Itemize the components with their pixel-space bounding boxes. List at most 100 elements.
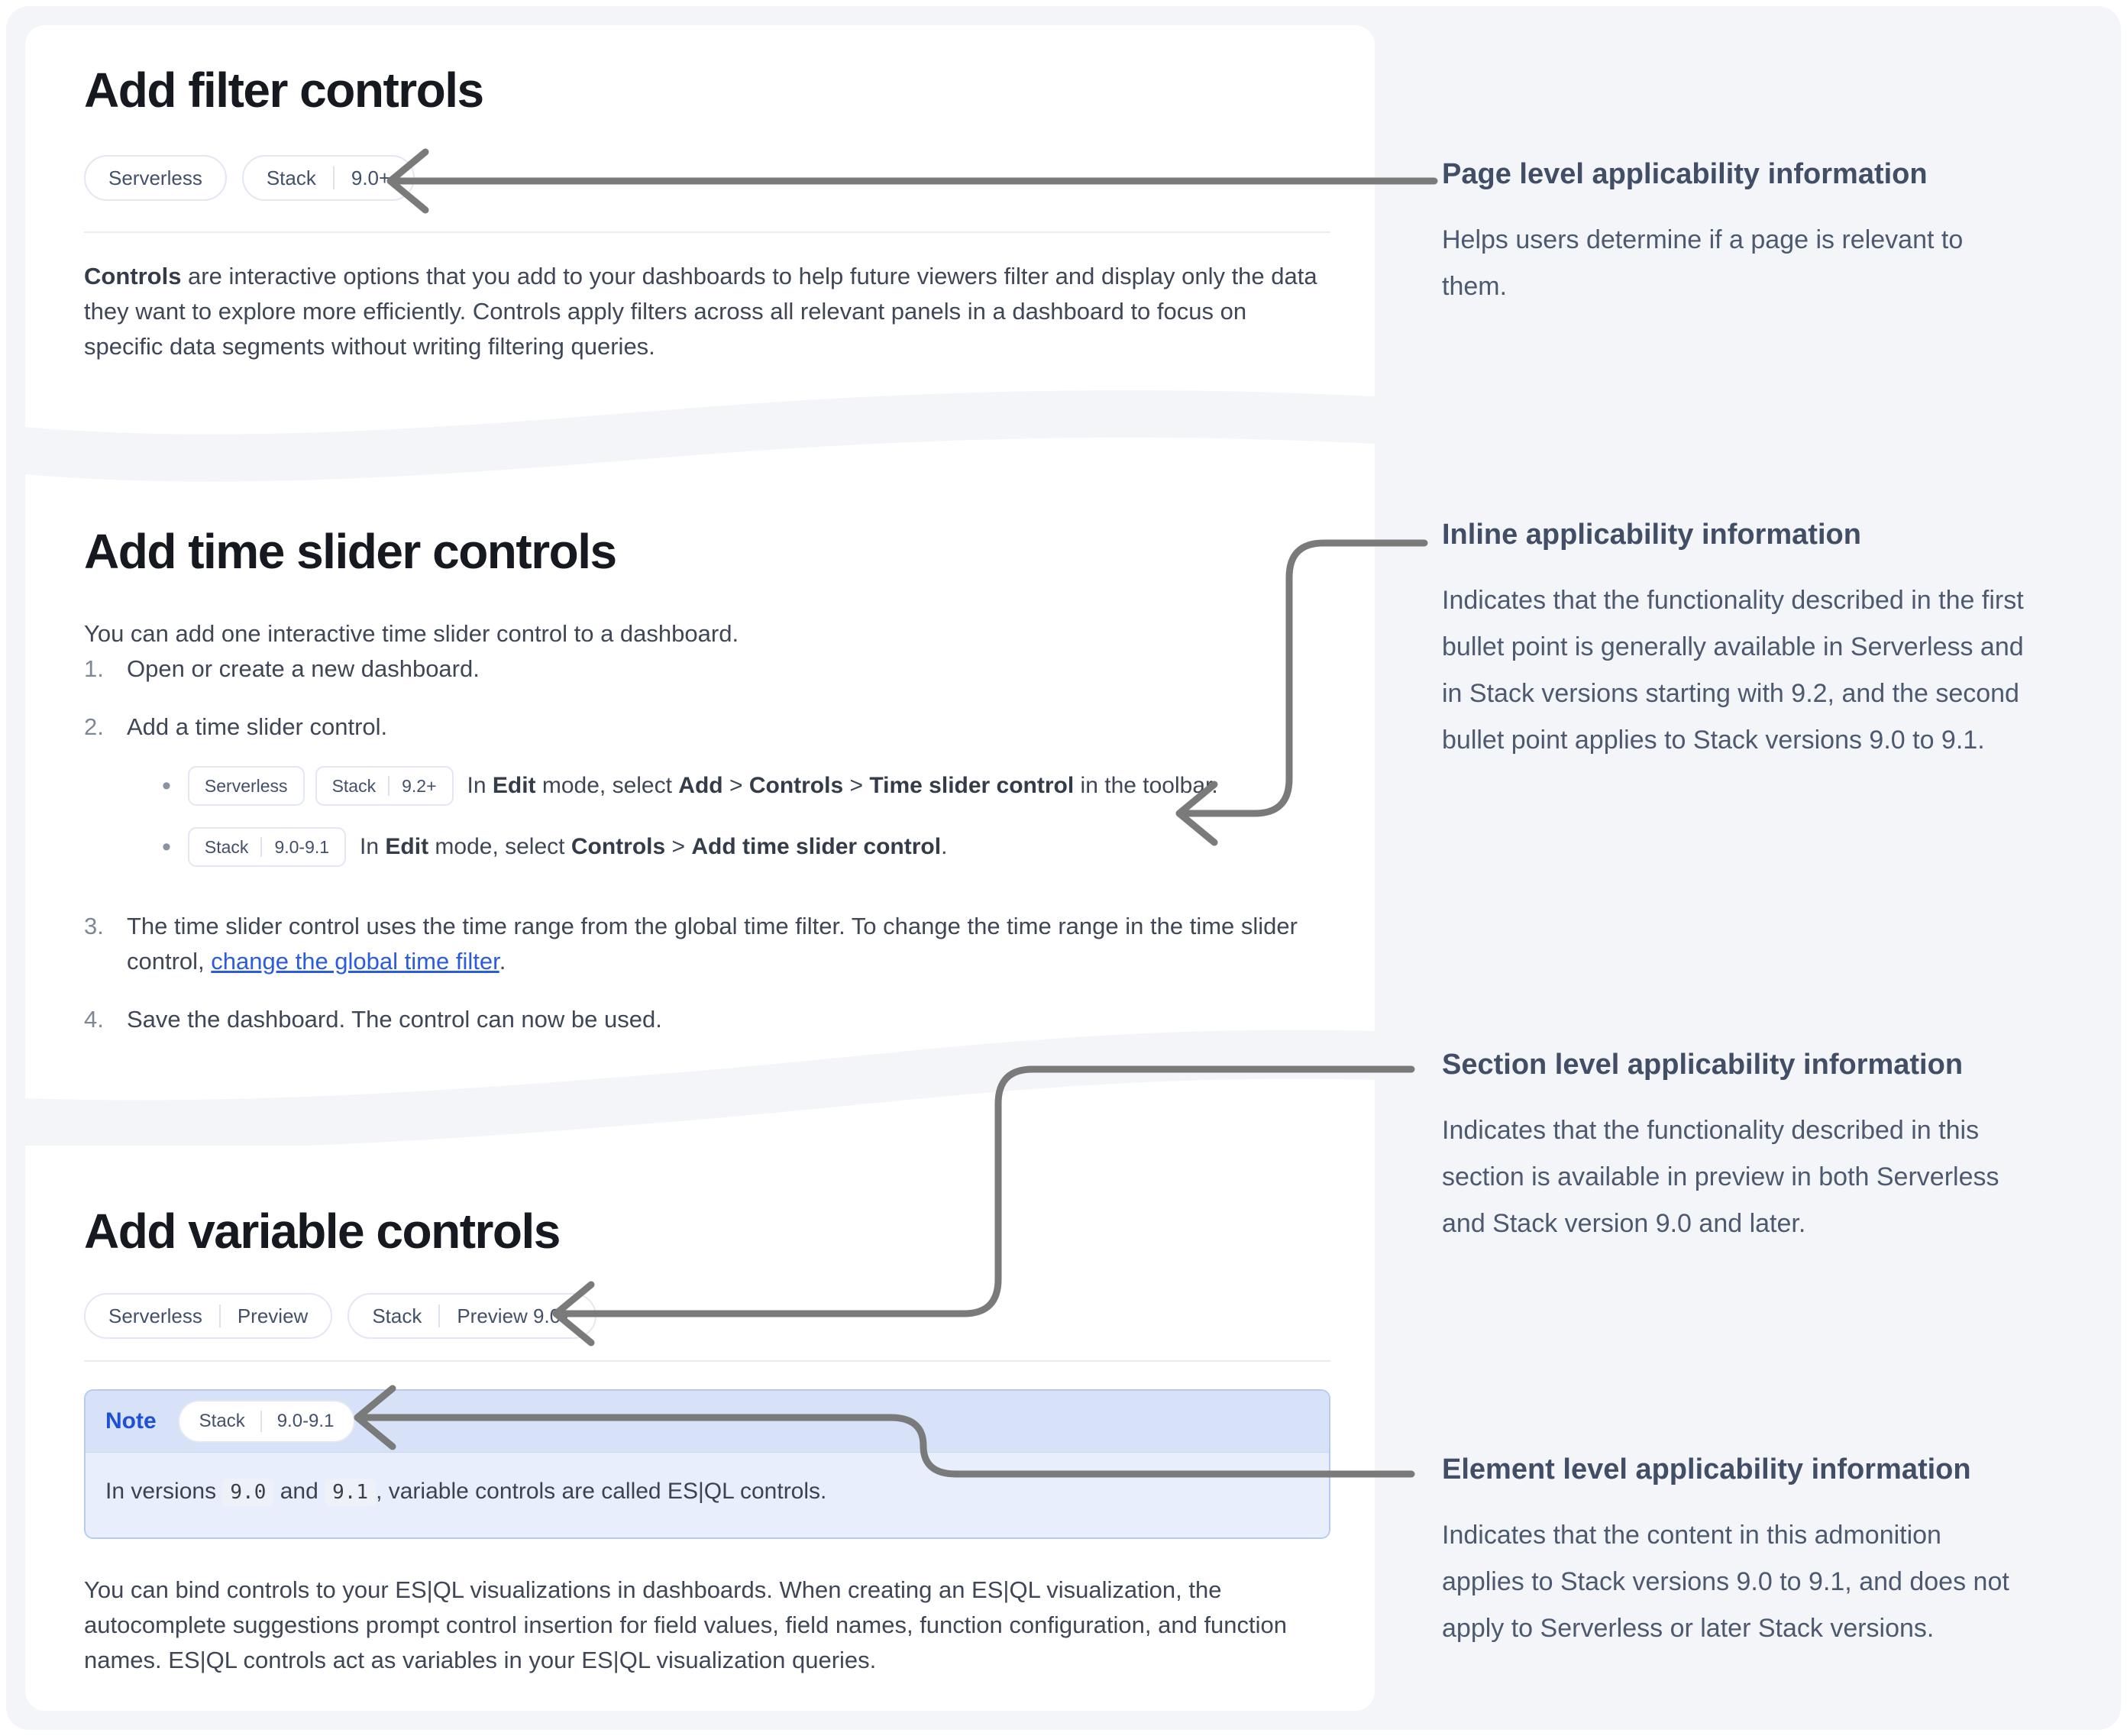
run: and: [273, 1479, 325, 1504]
global-time-filter-link[interactable]: change the global time filter: [211, 948, 499, 975]
inline-applicability-badges: Stack 9.0-9.1: [187, 827, 347, 867]
badge-segment: Serverless: [108, 1304, 202, 1327]
badge-divider: [438, 1304, 441, 1327]
run: .: [941, 834, 948, 859]
bullet-text: In Edit mode, select Controls > Add time…: [360, 829, 947, 865]
step-marker: 2.: [84, 713, 104, 740]
run: mode, select: [535, 773, 679, 798]
bold-run: Controls: [571, 834, 666, 859]
badge-segment: Preview 9.0+: [457, 1304, 573, 1327]
step-4: 4. Save the dashboard. The control can n…: [84, 1002, 1330, 1037]
badge-divider: [218, 1304, 221, 1327]
page-title: Add filter controls: [84, 63, 484, 118]
step-text: Save the dashboard. The control can now …: [127, 1006, 662, 1033]
badge-segment: Stack: [331, 776, 377, 796]
applicability-badge-stack: Stack 9.0+: [241, 155, 415, 201]
annotation-body: Indicates that the functionality describ…: [1442, 1116, 1999, 1238]
closing-paragraph: You can bind controls to your ES|QL visu…: [84, 1576, 1288, 1673]
run: In: [360, 834, 386, 859]
annotation-section-level: Section level applicability information …: [1442, 1048, 2030, 1247]
section-add-variable-controls: Add variable controls Serverless Preview…: [84, 1203, 1330, 1678]
run: The time slider control uses the time ra…: [127, 913, 1298, 975]
ordered-steps: 1. Open or create a new dashboard. 2. Ad…: [84, 651, 1330, 1037]
badge-segment: Stack: [266, 166, 316, 189]
run: mode, select: [428, 834, 571, 859]
bold-run: Edit: [492, 773, 536, 798]
section-add-filter-controls: Add filter controls Serverless Stack 9.0…: [84, 62, 1330, 364]
run: , variable controls are called ES|QL con…: [376, 1479, 827, 1504]
page-applicability-badges: Serverless Stack 9.0+: [84, 155, 1330, 201]
annotation-title: Element level applicability information: [1442, 1453, 1971, 1485]
sub-bullet-list: • Serverless Stack 9.2+: [162, 766, 1330, 867]
step-text: Add a time slider control. • Serverless …: [127, 710, 1330, 886]
run: >: [665, 834, 692, 859]
run: in the toolbar.: [1074, 773, 1218, 798]
badge-segment: Stack: [199, 1411, 245, 1431]
annotation-element-level: Element level applicability information …: [1442, 1453, 2030, 1652]
intro-paragraph: Controls are interactive options that yo…: [84, 259, 1330, 364]
bold-run: Time slider control: [869, 773, 1075, 798]
run: .: [499, 948, 506, 975]
badge-segment: 9.0+: [351, 166, 391, 189]
step-marker: 4.: [84, 1006, 104, 1033]
section-applicability-badges: Serverless Preview Stack Preview 9.0+: [84, 1293, 1330, 1339]
bold-run: Controls: [748, 773, 844, 798]
run: In versions: [105, 1479, 223, 1504]
inline-applicability-badges: Serverless Stack 9.2+: [187, 766, 454, 806]
step-marker: 1.: [84, 655, 104, 682]
bold-run: Edit: [385, 834, 429, 859]
badge-segment: 9.2+: [402, 776, 437, 796]
content-column: Add filter controls Serverless Stack 9.0…: [25, 25, 1375, 1711]
badge-segment: Serverless: [204, 776, 288, 796]
bullet-text: In Edit mode, select Add > Controls > Ti…: [467, 768, 1218, 804]
note-admonition: Note Stack 9.0-9.1 In versions 9.0 and 9…: [84, 1389, 1330, 1539]
step-3: 3. The time slider control uses the time…: [84, 909, 1330, 979]
annotation-body: Indicates that the content in this admon…: [1442, 1521, 2009, 1643]
bold-run: Add time slider control: [691, 834, 942, 859]
title-divider: [84, 1360, 1330, 1362]
badge-segment: 9.0-9.1: [274, 837, 330, 857]
run: >: [722, 773, 749, 798]
step-text-run: Add a time slider control.: [127, 713, 388, 740]
step-marker: 3.: [84, 913, 104, 939]
annotation-title: Page level applicability information: [1442, 158, 1928, 190]
section-intro: You can add one interactive time slider …: [84, 620, 739, 647]
badge-segment: 9.0-9.1: [276, 1411, 335, 1431]
note-label: Note: [105, 1408, 157, 1434]
badge-segment: Stack: [204, 837, 249, 857]
section-title: Add variable controls: [84, 1204, 561, 1259]
applicability-badge-serverless: Serverless: [84, 155, 227, 201]
applicability-badge-stack-90-91: Stack 9.0-9.1: [187, 827, 347, 867]
bullet-icon: •: [162, 832, 171, 862]
code-chip: 9.0: [222, 1479, 274, 1506]
applicability-badge-serverless: Serverless: [187, 766, 305, 806]
note-header: Note Stack 9.0-9.1: [86, 1391, 1329, 1453]
bullet-icon: •: [162, 771, 171, 800]
step-text: The time slider control uses the time ra…: [127, 909, 1330, 979]
note-body: In versions 9.0 and 9.1, variable contro…: [86, 1453, 1329, 1537]
run: >: [843, 773, 870, 798]
applicability-badge-serverless-preview: Serverless Preview: [84, 1293, 333, 1339]
sub-bullet-stack-90-91: • Stack 9.0-9.1 In Edit mode, select Con…: [162, 827, 1330, 867]
badge-segment: Stack: [372, 1304, 422, 1327]
paragraph-run: are interactive options that you add to …: [84, 263, 1317, 360]
section-add-time-slider-controls: Add time slider controls You can add one…: [84, 523, 1330, 1060]
badge-segment: Serverless: [108, 166, 202, 189]
step-1: 1. Open or create a new dashboard.: [84, 651, 1330, 687]
annotation-title: Section level applicability information: [1442, 1049, 1964, 1081]
step-text: Open or create a new dashboard.: [127, 655, 480, 682]
section-title: Add time slider controls: [84, 524, 617, 579]
annotation-title: Inline applicability information: [1442, 519, 1861, 551]
badge-divider: [388, 776, 390, 796]
section-divider-wave-1: [25, 390, 1375, 482]
badge-segment: Preview: [237, 1304, 309, 1327]
sub-bullet-serverless-stack-92: • Serverless Stack 9.2+: [162, 766, 1330, 806]
annotation-body: Helps users determine if a page is relev…: [1442, 225, 1964, 301]
applicability-badge-stack-90-91: Stack 9.0-9.1: [177, 1400, 356, 1443]
bold-run: Add: [678, 773, 723, 798]
annotation-inline-level: Inline applicability information Indicat…: [1442, 518, 2030, 764]
annotation-page-level: Page level applicability information Hel…: [1442, 157, 2030, 310]
applicability-badge-stack-92: Stack 9.2+: [315, 766, 454, 806]
badge-divider: [332, 166, 335, 189]
